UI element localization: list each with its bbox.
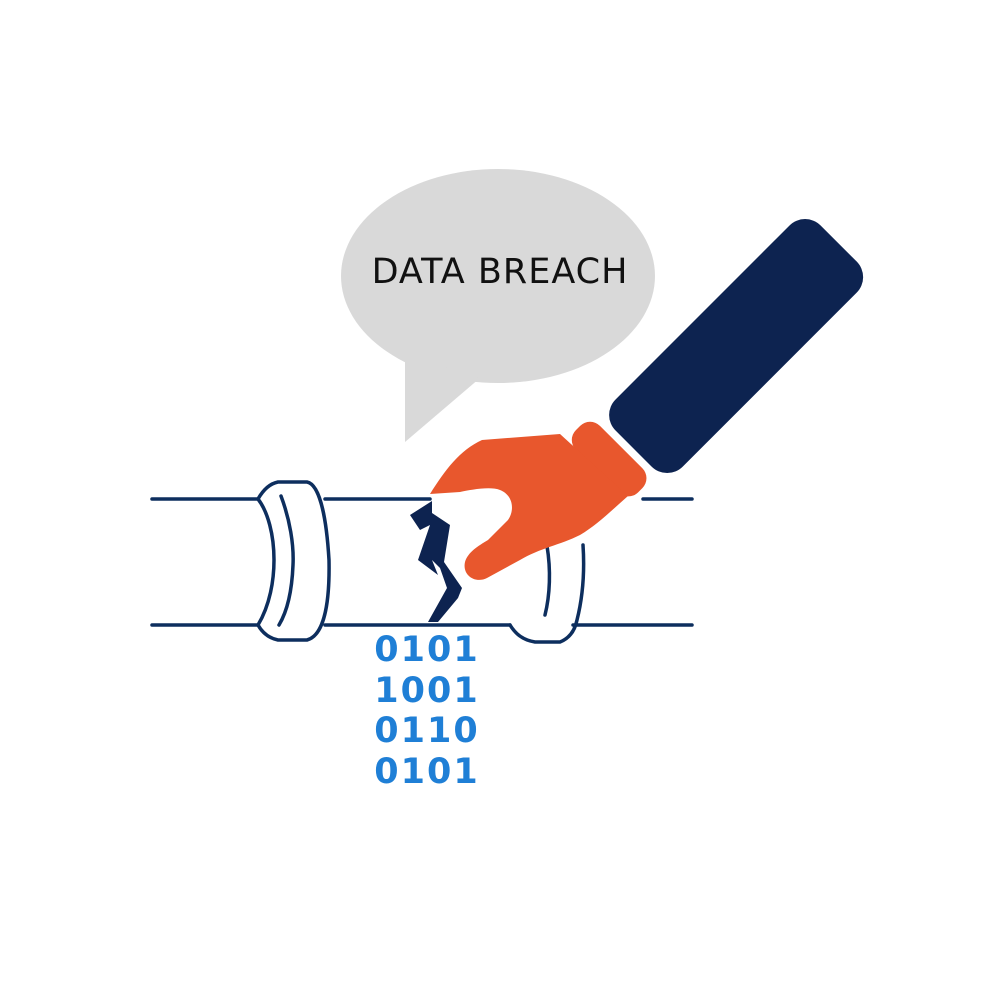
pipe-icon: [150, 480, 694, 644]
gloved-hand-icon: [430, 421, 647, 580]
binary-line: 0101: [374, 751, 480, 792]
speech-bubble-icon: [341, 169, 655, 442]
crack-icon: [410, 501, 462, 622]
crowbar-handle-icon: [609, 219, 864, 474]
speech-bubble-text: DATA BREACH: [371, 252, 629, 292]
binary-line: 0101: [374, 630, 480, 670]
binary-stream: 0101 1001 0110 0101: [372, 630, 482, 792]
binary-line: 1001: [374, 670, 480, 711]
binary-line: 0110: [374, 711, 480, 751]
